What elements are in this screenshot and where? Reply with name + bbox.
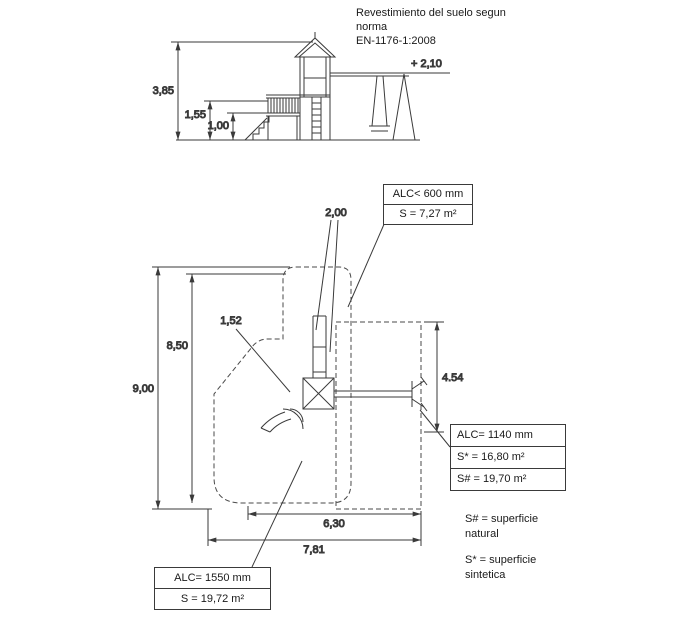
legend-natural: S# = superficie natural — [465, 512, 538, 542]
dim-zone-width-inner-label: 6,30 — [323, 518, 344, 530]
plan-ladder — [312, 315, 327, 378]
swing-zone-alc-value: ALC= 1140 mm — [457, 429, 533, 441]
legend-synthetic-line1: S* = superficie — [465, 554, 537, 566]
leader-line-slide-zone-box — [251, 460, 303, 568]
legend-synthetic: S* = superficie sintetica — [465, 553, 536, 583]
plan-view — [213, 266, 428, 510]
floor-note-line3: EN-1176-1:2008 — [356, 35, 436, 47]
plan-swing-beam — [334, 376, 428, 412]
leader-line — [315, 219, 332, 331]
leader-line-swing-zone-box — [419, 409, 451, 448]
leader-line-ladder-zone-box — [347, 221, 386, 308]
legend-natural-line2: natural — [465, 528, 499, 540]
elevation-view — [176, 32, 420, 141]
dim-slide-width-label: 1,52 — [220, 315, 241, 327]
floor-note: Revestimiento del suelo segun norma EN-1… — [356, 6, 526, 48]
plan-dimensions: 9,00 8,50 4.54 6,30 7,81 2,00 1, — [132, 207, 464, 568]
dim-zone-depth-inner-label: 8,50 — [167, 340, 188, 352]
platform-railing — [266, 94, 300, 140]
tower-ladder — [311, 97, 322, 140]
dim-ladder-width-label: 2,00 — [325, 207, 346, 219]
info-box-ladder-zone: ALC< 600 mm S = 7,27 m² — [383, 184, 473, 225]
swing-zone-area-natural-value: S# = 19,70 m² — [451, 468, 565, 490]
dim-swing-height-label: + 2,10 — [411, 58, 442, 70]
floor-note-line2: norma — [356, 21, 388, 33]
swing-safety-zone-outline — [335, 321, 422, 510]
tower-structure — [299, 57, 331, 140]
plan-slide — [260, 408, 304, 433]
dim-zone-depth-outer-label: 9,00 — [133, 383, 154, 395]
dim-total-height-label: 3,85 — [153, 85, 174, 97]
dim-rail-height-label: 1,55 — [185, 109, 206, 121]
elevation-dimensions: 3,85 1,55 1,00 + 2,10 — [152, 41, 450, 141]
swing-zone-area-synthetic-value: S* = 16,80 m² — [451, 446, 565, 468]
leader-line — [235, 328, 291, 393]
slide-zone-area-value: S = 19,72 m² — [155, 588, 270, 609]
legend-synthetic-line2: sintetica — [465, 569, 506, 581]
plan-tower — [302, 377, 335, 410]
slide-zone-alc-value: ALC= 1550 mm — [174, 572, 251, 584]
dim-platform-height-label: 1,00 — [208, 120, 229, 132]
slide-safety-zone-outline — [213, 266, 352, 504]
swing-frame — [330, 72, 416, 141]
leader-line — [329, 219, 339, 353]
tower-roof — [293, 32, 337, 58]
dim-zone-width-outer-label: 7,81 — [303, 544, 324, 556]
floor-note-line1: Revestimiento del suelo segun — [356, 7, 506, 19]
dim-swing-zone-depth-label: 4.54 — [442, 372, 463, 384]
info-box-slide-zone: ALC= 1550 mm S = 19,72 m² — [154, 567, 271, 610]
ladder-zone-alc-value: ALC< 600 mm — [392, 188, 464, 200]
info-box-swing-zone: ALC= 1140 mm S* = 16,80 m² S# = 19,70 m² — [450, 424, 566, 491]
stairs — [244, 116, 270, 141]
legend-natural-line1: S# = superficie — [465, 513, 539, 525]
ladder-zone-area-value: S = 7,27 m² — [384, 204, 472, 224]
